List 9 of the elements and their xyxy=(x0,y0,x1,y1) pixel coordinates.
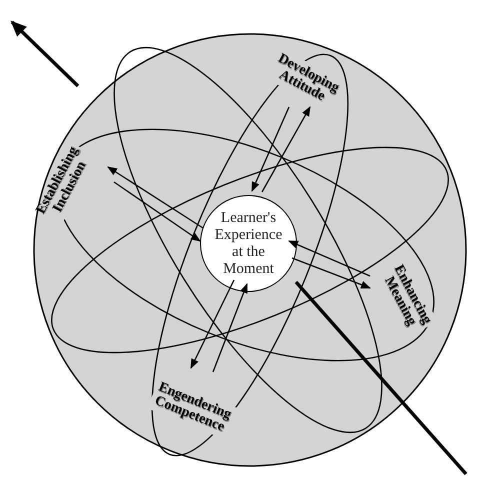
arrow xyxy=(292,257,371,289)
arrow xyxy=(251,106,290,192)
center-label: Learner's Experience at the Moment xyxy=(214,210,284,278)
arrow xyxy=(212,283,248,372)
arrow xyxy=(261,106,311,192)
arrow xyxy=(114,181,201,242)
arrow xyxy=(107,166,204,229)
arrow xyxy=(288,240,370,277)
arrow xyxy=(190,280,235,369)
